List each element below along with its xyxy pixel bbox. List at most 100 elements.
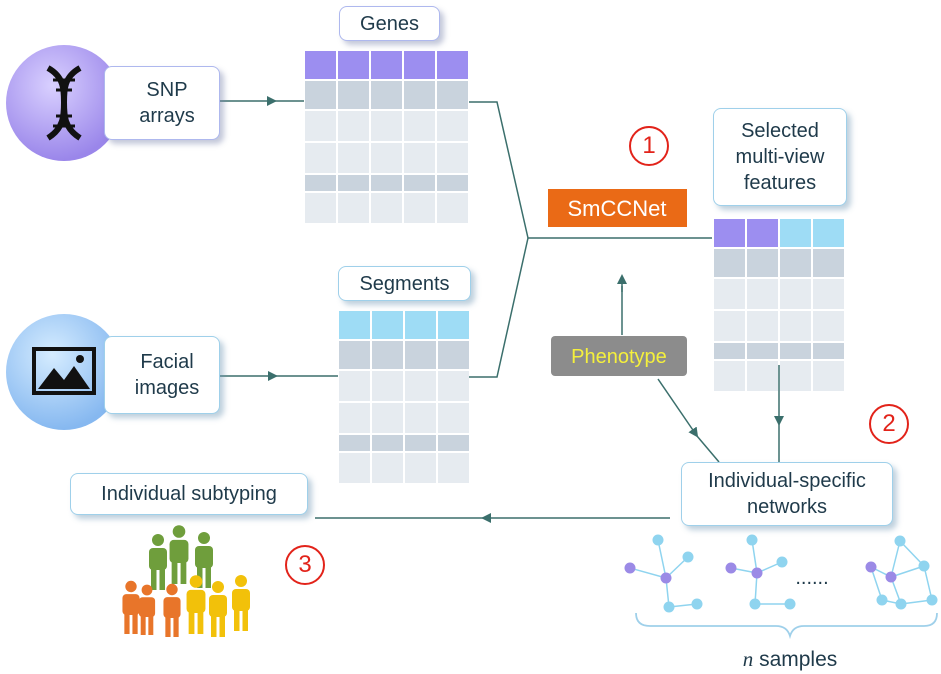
genes-table-cell [402, 191, 437, 225]
genes-table-cell [336, 173, 371, 193]
segments-table-cell [370, 369, 405, 403]
segments-table-cell [403, 433, 438, 453]
selected-table-cell [712, 359, 747, 393]
genes-table-cell [435, 191, 470, 225]
segments-table-header-cell [436, 309, 471, 341]
genes-table-cell [435, 109, 470, 143]
network-edge [751, 539, 758, 574]
network-node [885, 571, 897, 583]
segments-table-cell [337, 451, 372, 485]
network-node [725, 562, 737, 574]
selected-table-cell [811, 277, 846, 311]
segments-table-header-cell [337, 309, 372, 341]
person-icon [149, 534, 167, 590]
dna-icon [6, 45, 122, 161]
networks-ellipsis: ...... [795, 567, 828, 589]
genes-table [303, 49, 470, 225]
segments-table-cell [403, 451, 438, 485]
genes-table-header-cell [303, 49, 338, 81]
selected-table-cell [712, 341, 747, 361]
genes-title: Genes [360, 12, 419, 35]
network-node [663, 601, 675, 613]
phenotype-to-networks-arrow [657, 378, 699, 438]
segments-table-cell [403, 401, 438, 435]
phenotype-box [551, 336, 687, 376]
genes-table-cell [369, 191, 404, 225]
segments-table-cell [436, 339, 471, 371]
segments-table-cell [436, 433, 471, 453]
selected-table-cell [745, 277, 780, 311]
segments-title: Segments [359, 272, 450, 295]
segments-table-cell [337, 401, 372, 435]
selected-table-cell [778, 277, 813, 311]
network-node [691, 598, 703, 610]
genes-table-cell [369, 79, 404, 111]
genes-table-cell [435, 141, 470, 175]
genes-table-cell [336, 141, 371, 175]
genes-table-cell [369, 141, 404, 175]
samples-brace [635, 612, 938, 640]
segments-table-cell [337, 369, 372, 403]
selected-table-cell [745, 247, 780, 279]
segments-table-cell [436, 369, 471, 403]
selected-table-cell [811, 359, 846, 393]
network-node [682, 551, 694, 563]
genes-table-header-cell [402, 49, 437, 81]
person-icon [209, 581, 227, 637]
connectors [200, 96, 784, 523]
selected-table-header-cell [745, 217, 780, 249]
network-node [926, 594, 938, 606]
selected-table-cell [811, 341, 846, 361]
person-icon [169, 525, 189, 584]
network-edge [657, 539, 667, 579]
step-1-marker: 1 [629, 126, 669, 166]
network-edge [890, 540, 901, 578]
person-icon [186, 575, 206, 634]
person-icon [232, 575, 250, 631]
selected-table-cell [712, 277, 747, 311]
selected-table-cell [778, 359, 813, 393]
image-icon [6, 314, 122, 430]
network-node [894, 535, 906, 547]
genes-table-cell [303, 191, 338, 225]
step-3-marker: 3 [285, 545, 325, 585]
network-node [624, 562, 636, 574]
genes-table-cell [402, 79, 437, 111]
segments-table-cell [370, 433, 405, 453]
genes-table-cell [336, 109, 371, 143]
selected-table-header-cell [811, 217, 846, 249]
genes-table-cell [402, 109, 437, 143]
selected-table-cell [745, 359, 780, 393]
selected-features-box: Selected multi-view features [713, 108, 847, 206]
selected-table-header-cell [778, 217, 813, 249]
snp-arrays-box: SNP arrays [104, 66, 220, 140]
people-group-icon [122, 525, 250, 637]
person-icon [163, 583, 181, 637]
network-3 [865, 535, 938, 610]
genes-table-cell [336, 191, 371, 225]
subtyping-box: Individual subtyping [70, 473, 308, 515]
network-node [876, 594, 888, 606]
selected-features-title: Selected multi-view features [735, 120, 825, 194]
selected-features-table [712, 217, 846, 393]
phenotype-to-networks-line [696, 435, 720, 463]
facial-images-label: Facial images [134, 351, 200, 399]
network-2 [725, 534, 796, 610]
network-node [784, 598, 796, 610]
segments-table-header-cell [370, 309, 405, 341]
selected-table-cell [811, 247, 846, 279]
smccnet-label: SmCCNet [567, 196, 666, 221]
genes-table-cell [303, 141, 338, 175]
genes-title-box: Genes [339, 6, 440, 41]
genes-table-cell [336, 79, 371, 111]
network-node [751, 567, 763, 579]
genes-table-cell [303, 173, 338, 193]
network-edge [629, 567, 667, 579]
segments-table-cell [436, 401, 471, 435]
segments-title-box: Segments [338, 266, 471, 301]
samples-label: n samples [743, 647, 838, 671]
phenotype-label: Phenotype [571, 346, 667, 368]
segments-table-cell [337, 433, 372, 453]
genes-table-header-cell [369, 49, 404, 81]
step-2-marker: 2 [869, 404, 909, 444]
